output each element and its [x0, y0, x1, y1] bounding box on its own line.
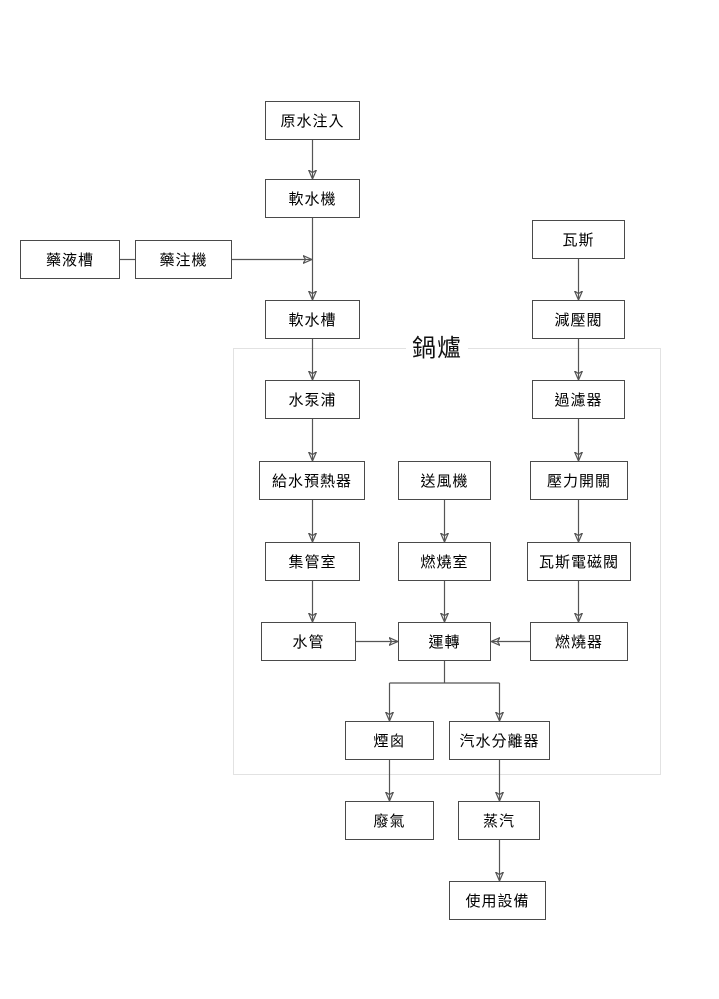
node-gas[interactable]: 瓦斯: [532, 220, 625, 259]
node-blower[interactable]: 送風機: [398, 461, 491, 500]
node-chemical-pump[interactable]: 藥注機: [135, 240, 232, 279]
node-soft-water-tank[interactable]: 軟水槽: [265, 300, 360, 339]
node-reducing-valve[interactable]: 減壓閥: [532, 300, 625, 339]
node-steam[interactable]: 蒸汽: [458, 801, 540, 840]
node-gas-filter[interactable]: 過濾器: [532, 380, 625, 419]
node-waste-gas[interactable]: 廢氣: [345, 801, 434, 840]
node-steam-water-separator[interactable]: 汽水分離器: [449, 721, 550, 760]
node-raw-water[interactable]: 原水注入: [265, 101, 360, 140]
node-softener[interactable]: 軟水機: [265, 179, 360, 218]
node-end-equipment[interactable]: 使用設備: [449, 881, 546, 920]
node-feedwater-preheater[interactable]: 給水預熱器: [259, 461, 365, 500]
node-water-pipe[interactable]: 水管: [261, 622, 356, 661]
node-header-chamber[interactable]: 集管室: [265, 542, 360, 581]
node-chimney[interactable]: 煙囪: [345, 721, 434, 760]
node-operation[interactable]: 運轉: [398, 622, 491, 661]
node-combustion-chamber[interactable]: 燃燒室: [398, 542, 491, 581]
node-gas-solenoid-valve[interactable]: 瓦斯電磁閥: [527, 542, 631, 581]
node-burner[interactable]: 燃燒器: [530, 622, 628, 661]
node-chemical-tank[interactable]: 藥液槽: [20, 240, 120, 279]
node-water-pump[interactable]: 水泵浦: [265, 380, 360, 419]
boiler-region-label: 鍋爐: [406, 336, 468, 360]
node-pressure-switch[interactable]: 壓力開關: [530, 461, 628, 500]
